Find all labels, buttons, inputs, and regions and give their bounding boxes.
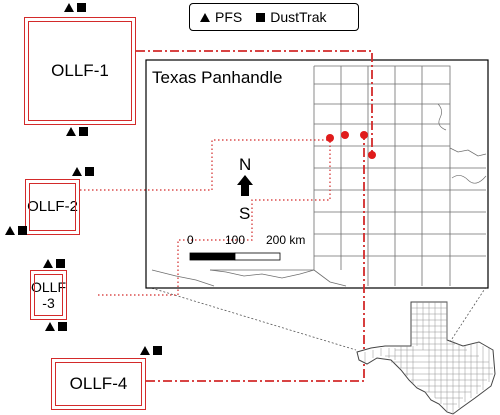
scale-label-100: 100 [225, 233, 246, 247]
triangle-icon [64, 3, 74, 12]
instrument-marks [45, 322, 67, 331]
map-title: Texas Panhandle [152, 68, 283, 87]
site-label: OLLF-2 [27, 198, 78, 216]
connector-ollf2 [80, 139, 328, 191]
zoom-line-right [445, 286, 487, 349]
legend-item-dusttrak: DustTrak [256, 9, 327, 25]
site-label: OLLF-1 [51, 61, 109, 81]
site-point [360, 131, 368, 139]
site-box-ollf4: OLLF-4 [51, 358, 146, 410]
square-icon [79, 127, 88, 136]
site-label: OLLF -3 [31, 278, 67, 311]
site-point [368, 151, 376, 159]
legend: PFS DustTrak [189, 3, 359, 31]
instrument-marks [140, 346, 162, 355]
triangle-icon [140, 346, 150, 355]
zoom-line-left [147, 286, 357, 351]
site-label: OLLF-4 [69, 374, 128, 394]
triangle-icon [45, 322, 55, 331]
square-icon [56, 259, 65, 268]
site-box-ollf2: OLLF-2 [25, 179, 80, 235]
instrument-marks [64, 3, 86, 12]
triangle-icon [43, 259, 53, 268]
square-icon [77, 3, 86, 12]
map-frame [145, 59, 489, 289]
triangle-icon [66, 127, 76, 136]
instrument-marks [43, 259, 65, 268]
south-label: S [239, 204, 251, 223]
scale-label-200: 200 km [266, 233, 306, 247]
site-box-ollf3: OLLF -3 [30, 270, 67, 320]
triangle-icon [5, 226, 15, 235]
site-box-ollf1: OLLF-1 [24, 17, 136, 125]
connector-ollf4 [146, 138, 365, 382]
legend-pfs-label: PFS [215, 9, 243, 25]
square-icon [256, 12, 266, 22]
connector-ollf3 [98, 138, 331, 296]
square-icon [85, 167, 94, 176]
instrument-marks [5, 226, 27, 235]
instrument-marks [72, 167, 94, 176]
north-label: N [239, 155, 252, 174]
county-grid [151, 65, 487, 287]
legend-item-pfs: PFS [200, 9, 242, 25]
square-icon [153, 346, 162, 355]
scale-bar [189, 252, 281, 261]
square-icon [58, 322, 67, 331]
square-icon [18, 226, 27, 235]
triangle-icon [200, 12, 210, 22]
triangle-icon [72, 167, 82, 176]
legend-dusttrak-label: DustTrak [270, 9, 327, 25]
texas-inset-map [356, 301, 496, 415]
instrument-marks [66, 127, 88, 136]
scale-label-0: 0 [187, 233, 194, 247]
site-point [326, 134, 334, 142]
site-point [341, 131, 349, 139]
north-arrow-icon [237, 175, 253, 196]
